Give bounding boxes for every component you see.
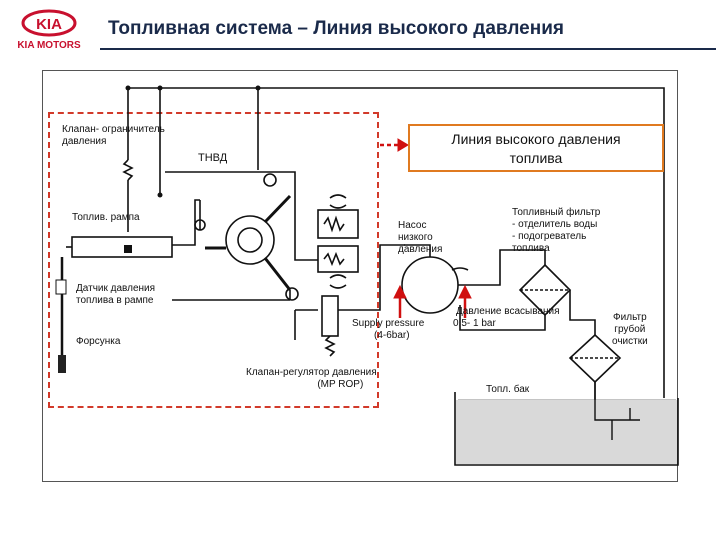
heater-box-2 [317,245,359,273]
heater-box-1 [317,209,359,239]
callout-line-1: Линия высокого давления [451,131,621,147]
hp-pump-body [225,215,275,265]
fuel-tank [454,392,679,466]
lp-pump-label: Насос низкого давления [398,220,443,255]
suction-arrow-icon [458,284,472,299]
relief-valve-spring [122,159,134,181]
svg-text:KIA MOTORS: KIA MOTORS [17,40,81,51]
high-pressure-callout: Линия высокого давления топлива [408,124,664,172]
fuel-rail [71,236,173,258]
high-pressure-zone [48,112,379,408]
supply-pressure-label: Supply pressure [352,318,425,329]
coarse-filter-label: Фильтр грубой очистки [612,312,648,347]
svg-text:KIA: KIA [36,16,62,33]
fuel-rail-label: Топлив. рампа [72,212,140,223]
rail-sensor-icon [55,279,67,295]
callout-arrow-icon [397,138,409,152]
regulator-label: Клапан-регулятор давления (MP ROP) [246,367,377,390]
kia-logo-icon: KIA KIA MOTORS [17,9,81,51]
diagram-frame [42,70,678,482]
suction-pressure-label: Давление всасывания [456,306,560,317]
tank-fuel [456,400,677,464]
hp-pump-label: ТНВД [198,152,228,164]
lp-pump [401,256,459,314]
relief-valve-label: Клапан- ограничитель давления [62,124,165,147]
return-line [128,87,665,175]
supply-pressure-range-label: (4-6bar) [374,330,410,341]
kia-logo: KIA KIA MOTORS [6,8,92,52]
fuel-filter-label: Топливный фильтр - отделитель воды - под… [512,207,601,254]
mprop-valve [321,295,339,337]
injector-icon [58,355,66,373]
rail-sensor-label: Датчик давления топлива в рампе [76,283,156,306]
supply-range-label: 0.5- 1 bar [453,318,496,329]
injector-label: Форсунка [76,336,121,347]
supply-arrow-icon [393,284,407,299]
callout-line-2: топлива [509,150,563,166]
page-title: Топливная система – Линия высокого давле… [108,18,564,39]
header-divider [100,48,716,50]
tank-label: Топл. бак [486,384,530,395]
